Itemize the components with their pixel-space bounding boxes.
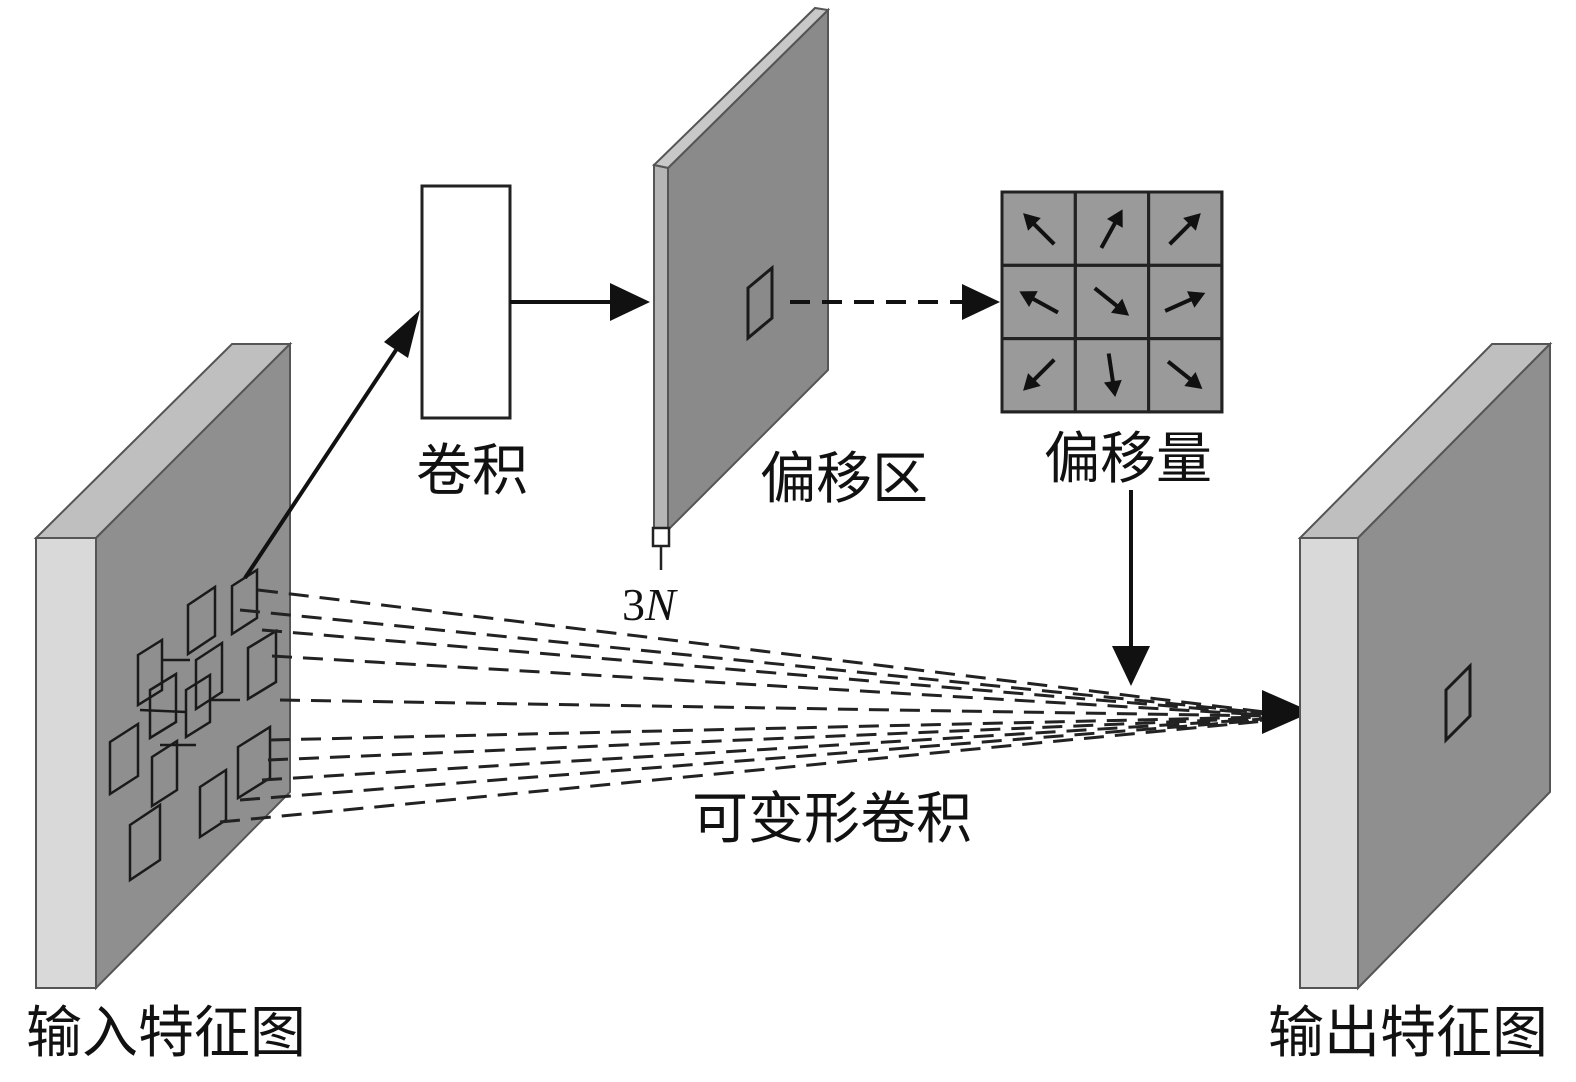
input-panel-side	[35, 537, 97, 989]
offset-field-label: 偏移区	[760, 447, 928, 512]
output-panel-front	[1357, 341, 1551, 991]
arrow-conv-to-offset-field-head	[610, 283, 650, 321]
arrow-offset-field-to-offsets-head	[962, 284, 1000, 320]
output-feature-map-label: 输出特征图	[1268, 1001, 1548, 1066]
offset-field-side	[653, 163, 669, 532]
offset-arrow-head	[1183, 213, 1201, 231]
offset-arrow-head	[1106, 209, 1123, 228]
offsets-grid	[1000, 190, 1224, 414]
channel-count-number: 3	[622, 579, 645, 630]
offset-arrow-head	[1187, 291, 1206, 308]
offsets-grid-cell	[1147, 337, 1224, 414]
input-feature-map	[33, 341, 293, 991]
deformable-conv-label: 可变形卷积	[692, 787, 972, 852]
offset-arrow-head	[1111, 298, 1130, 316]
offset-arrow-head	[1184, 371, 1203, 389]
channel-count-variable: N	[644, 579, 678, 630]
channel-count-label: 3N	[622, 579, 678, 630]
offset-arrow-head	[1023, 213, 1041, 231]
arrow-input-to-conv-head	[384, 310, 420, 358]
output-window	[1444, 662, 1472, 744]
arrow-offsets-down-head	[1112, 646, 1150, 686]
channel-tab	[651, 526, 671, 548]
offset-field-window	[746, 264, 774, 342]
input-feature-map-label: 输入特征图	[26, 1001, 306, 1066]
offsets-label: 偏移量	[1044, 427, 1212, 492]
conv-box	[420, 184, 512, 420]
arrow-input-to-conv	[243, 333, 408, 580]
conv-label: 卷积	[416, 439, 528, 504]
output-panel-side	[1299, 537, 1359, 989]
output-feature-map	[1297, 341, 1553, 991]
deformable-sampling-lines	[219, 588, 1266, 824]
offset-field	[651, 6, 831, 570]
sampling-locations	[108, 567, 278, 883]
output-arrowhead	[1262, 690, 1312, 734]
offset-arrow-head	[1019, 291, 1038, 307]
offset-arrow-head	[1023, 373, 1041, 391]
input-panel-front	[95, 341, 291, 991]
offset-arrow-head	[1103, 379, 1122, 398]
